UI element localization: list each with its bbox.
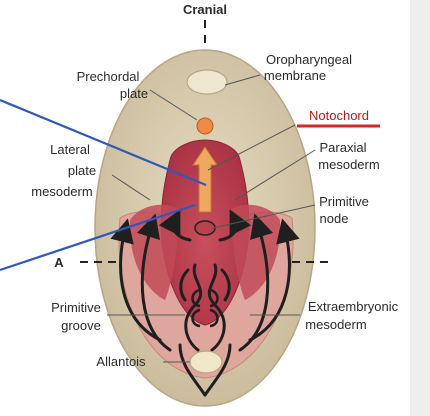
label-primitive-groove-2: groove xyxy=(61,318,101,333)
label-oropharyngeal-2: membrane xyxy=(264,68,326,83)
label-cranial: Cranial xyxy=(183,2,227,17)
label-primitive-node-1: Primitive xyxy=(319,194,369,209)
allantois xyxy=(189,350,223,374)
primitive-node xyxy=(194,220,216,236)
streak-hooks xyxy=(191,288,219,328)
label-primitive-node-2: node xyxy=(320,211,349,226)
label-lateral-1: Lateral xyxy=(50,142,90,157)
label-oropharyngeal-1: Oropharyngeal xyxy=(266,52,352,67)
label-prechordal-2: plate xyxy=(120,86,148,101)
label-notochord: Notochord xyxy=(309,108,369,123)
label-paraxial-1: Paraxial xyxy=(320,140,367,155)
leader-lines xyxy=(107,74,316,363)
label-lateral-2: plate xyxy=(68,163,96,178)
label-extraembryonic-2: mesoderm xyxy=(305,317,366,332)
notochord-arrow xyxy=(192,146,218,213)
prechordal-plate xyxy=(196,117,214,135)
pointer-line-node xyxy=(0,203,196,272)
label-prechordal-1: Prechordal xyxy=(77,69,140,84)
label-paraxial-2: mesoderm xyxy=(318,157,379,172)
label-lateral-3: mesoderm xyxy=(31,184,92,199)
label-allantois: Allantois xyxy=(96,354,146,369)
pointer-line-notochord xyxy=(0,98,207,187)
label-section-a: A xyxy=(54,255,64,270)
label-primitive-groove-1: Primitive xyxy=(51,300,101,315)
page-edge-strip xyxy=(410,0,430,416)
label-extraembryonic-1: Extraembryonic xyxy=(308,299,399,314)
oropharyngeal-membrane xyxy=(186,69,228,95)
